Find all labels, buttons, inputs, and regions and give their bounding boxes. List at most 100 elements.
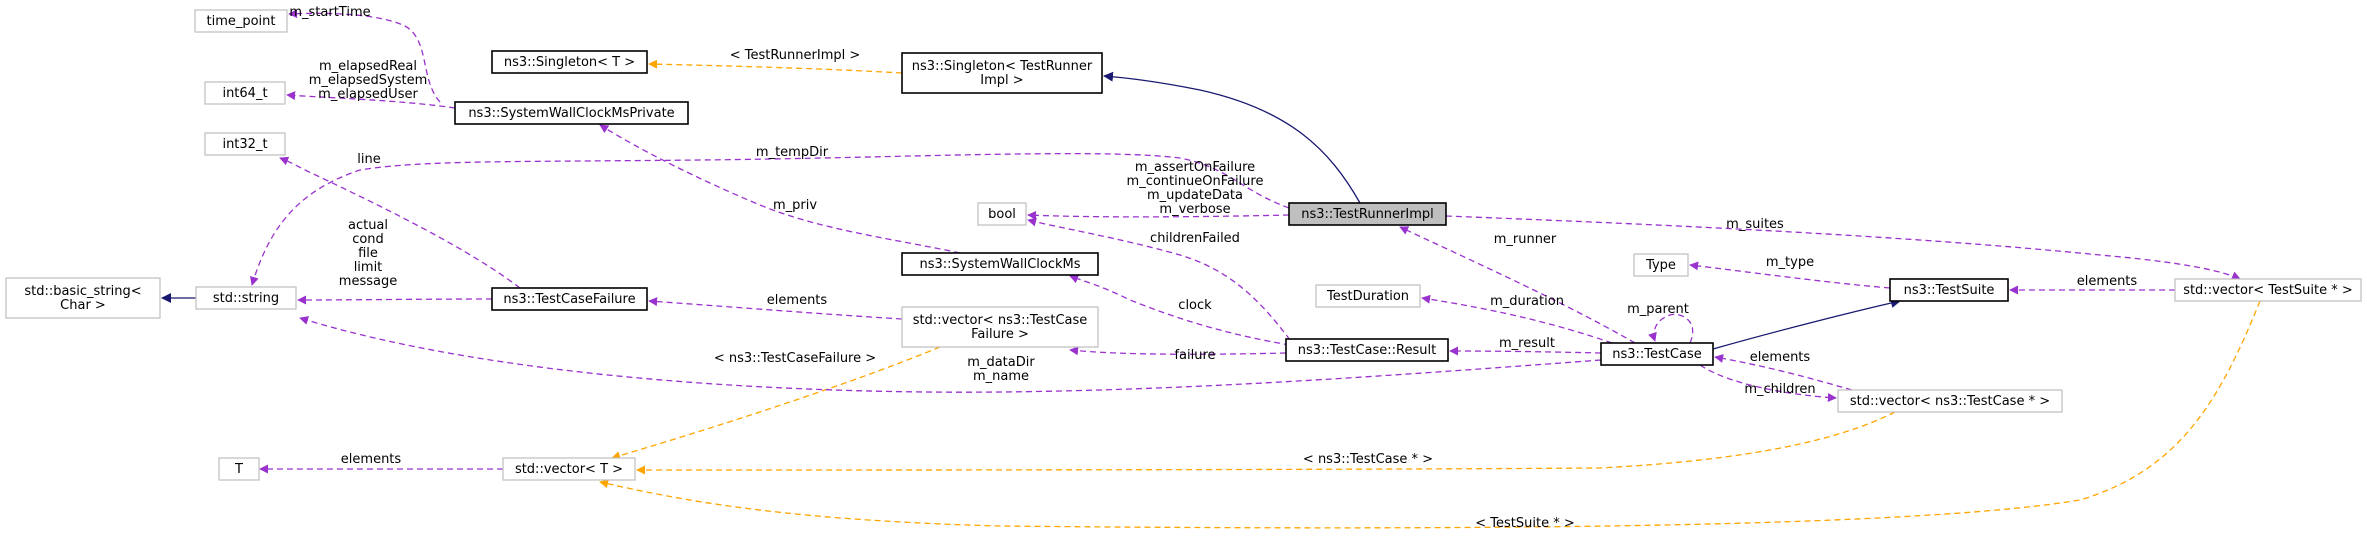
usage-edge-testcasefailure — [279, 156, 521, 289]
node-label: std::vector< ns3::TestCase — [913, 313, 1088, 328]
node-testcasefailure[interactable]: ns3::TestCaseFailure — [491, 287, 648, 311]
node-label: T — [234, 462, 243, 477]
edge-label-failure: failure — [1174, 348, 1215, 363]
node-box[interactable] — [1600, 342, 1714, 366]
edge-label-line: m_priv — [773, 198, 817, 213]
template-edge-vector_testcase — [636, 411, 1896, 475]
node-testrunnerimpl[interactable]: ns3::TestRunnerImpl — [1288, 202, 1447, 226]
node-label: int32_t — [222, 137, 267, 152]
node-label: Type — [1645, 258, 1676, 273]
node-box[interactable] — [901, 52, 1103, 94]
edge-label-line: m_type — [1766, 255, 1814, 270]
node-box[interactable] — [977, 202, 1027, 226]
usage-edge-wallclock_private — [286, 91, 456, 109]
node-int64-t[interactable]: int64_t — [204, 81, 286, 105]
node-type[interactable]: Type — [1633, 253, 1689, 277]
edge-label-line: m_elapsedSystem — [309, 73, 428, 88]
node-box[interactable] — [1315, 284, 1421, 308]
node-label: time_point — [206, 14, 275, 29]
node-T[interactable]: T — [218, 457, 260, 481]
node-box[interactable] — [195, 286, 297, 310]
node-testsuite[interactable]: ns3::TestSuite — [1889, 278, 2009, 302]
edge-label-line: limit — [354, 260, 383, 275]
edge-label-line: elements — [2077, 274, 2138, 289]
edge-label-line: message — [339, 274, 397, 289]
node-box[interactable] — [204, 132, 286, 156]
node-box[interactable] — [5, 277, 161, 319]
edge-label-line: m_startTime — [289, 5, 370, 20]
edge-label-line: < ns3::TestCase * > — [1303, 452, 1433, 467]
edge-label-m_startTime: m_startTime — [289, 5, 370, 20]
node-box[interactable] — [1288, 202, 1447, 226]
usage-edge-testrunnerimpl — [250, 152, 1290, 286]
usage-edge-testcase — [1399, 226, 1636, 344]
edge-label-m_parent: m_parent — [1627, 302, 1689, 317]
node-vector-T[interactable]: std::vector< T > — [502, 457, 636, 481]
node-box[interactable] — [1889, 278, 2009, 302]
node-box[interactable] — [2174, 278, 2362, 302]
node-label: ns3::TestRunnerImpl — [1301, 207, 1434, 222]
edge-label-testcasefailure_tmpl: < ns3::TestCaseFailure > — [714, 351, 876, 366]
node-label: Impl > — [980, 73, 1023, 88]
node-std-string[interactable]: std::string — [195, 286, 297, 310]
edge-label-elements_failure: elements — [767, 293, 828, 308]
usage-edge-wallclock — [599, 124, 961, 254]
node-box[interactable] — [454, 101, 689, 125]
node-basic-string[interactable]: std::basic_string<Char > — [5, 277, 161, 319]
edge-label-m_result: m_result — [1499, 336, 1555, 351]
usage-edge-result — [1069, 346, 1287, 356]
node-label: ns3::TestSuite — [1904, 283, 1995, 298]
node-result[interactable]: ns3::TestCase::Result — [1285, 338, 1449, 362]
node-label: Failure > — [971, 327, 1029, 342]
usage-edge-testcase — [299, 316, 1602, 393]
node-box[interactable] — [1633, 253, 1689, 277]
edge-label-line: actual — [348, 218, 388, 233]
node-label: ns3::TestCase — [1612, 347, 1701, 362]
node-box[interactable] — [1837, 389, 2063, 413]
edge-label-line: elements — [341, 452, 402, 467]
node-label: std::vector< TestSuite * > — [2183, 283, 2353, 298]
node-box[interactable] — [491, 50, 648, 74]
edge-label-line: m_updateData — [1147, 188, 1243, 203]
node-singleton-T[interactable]: ns3::Singleton< T > — [491, 50, 648, 74]
edge-label-line: line — [357, 152, 380, 167]
node-time-point[interactable]: time_point — [194, 9, 288, 33]
usage-edge-result — [1069, 274, 1291, 346]
node-box[interactable] — [194, 9, 288, 33]
edge-label-bool_fields: m_assertOnFailurem_continueOnFailurem_up… — [1127, 160, 1264, 217]
node-singleton-runner[interactable]: ns3::Singleton< TestRunnerImpl > — [901, 52, 1103, 94]
edge-label-elements_case: elements — [1750, 350, 1811, 365]
node-box[interactable] — [1285, 338, 1449, 362]
edge-label-line: elements — [767, 293, 828, 308]
node-vector-failure[interactable]: std::vector< ns3::TestCaseFailure > — [901, 306, 1099, 348]
node-box[interactable] — [901, 306, 1099, 348]
node-vector-testcase[interactable]: std::vector< ns3::TestCase * > — [1837, 389, 2063, 413]
node-box[interactable] — [491, 287, 648, 311]
edge-label-line: cond — [352, 232, 384, 247]
node-wallclock[interactable]: ns3::SystemWallClockMs — [901, 252, 1099, 276]
edge-label-testcase_ptr_tmpl: < ns3::TestCase * > — [1303, 452, 1433, 467]
node-int32-t[interactable]: int32_t — [204, 132, 286, 156]
template-edge-singleton_runner — [648, 59, 903, 74]
node-box[interactable] — [901, 252, 1099, 276]
node-box[interactable] — [204, 81, 286, 105]
node-label: ns3::SystemWallClockMsPrivate — [468, 106, 674, 121]
node-testduration[interactable]: TestDuration — [1315, 284, 1421, 308]
usage-edge-vector_testcase — [1714, 353, 1853, 391]
node-label: Char > — [60, 298, 106, 313]
node-vector-testsuite[interactable]: std::vector< TestSuite * > — [2174, 278, 2362, 302]
node-box[interactable] — [502, 457, 636, 481]
edge-label-elements_T: elements — [341, 452, 402, 467]
node-box[interactable] — [218, 457, 260, 481]
node-bool[interactable]: bool — [977, 202, 1027, 226]
edge-label-line: line — [357, 152, 380, 167]
node-wallclock-private[interactable]: ns3::SystemWallClockMsPrivate — [454, 101, 689, 125]
node-testcase[interactable]: ns3::TestCase — [1600, 342, 1714, 366]
edge-label-testsuite_ptr_tmpl: < TestSuite * > — [1475, 516, 1574, 531]
node-label: ns3::Singleton< T > — [504, 55, 635, 70]
node-label: std::vector< ns3::TestCase * > — [1850, 394, 2050, 409]
edge-label-m_tempDir: m_tempDir — [756, 145, 829, 160]
edge-label-childrenFailed: childrenFailed — [1150, 231, 1240, 246]
edge-label-line: m_duration — [1490, 294, 1564, 309]
